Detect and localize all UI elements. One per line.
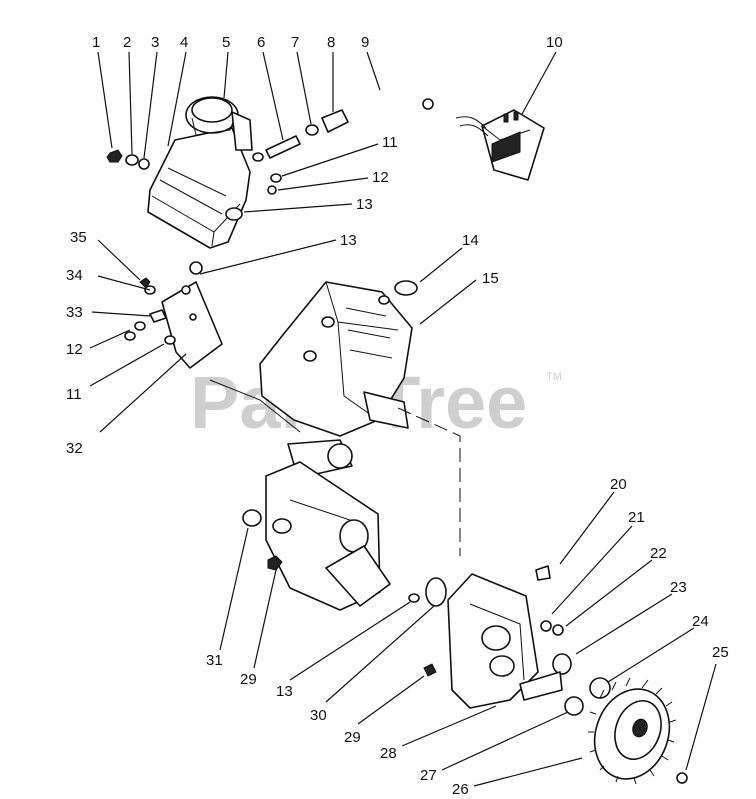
housing-plate (265, 461, 391, 611)
callout-25: 25 (712, 644, 729, 661)
callout-13: 13 (276, 683, 293, 700)
callout-21: 21 (628, 509, 645, 526)
callout-34: 34 (66, 267, 83, 284)
callout-3: 3 (151, 34, 159, 51)
callout-2: 2 (123, 34, 131, 51)
callout-1: 1 (92, 34, 100, 51)
wheel-nut (676, 772, 688, 784)
callout-24: 24 (692, 613, 709, 630)
callout-31: 31 (206, 652, 223, 669)
callout-32: 32 (66, 440, 83, 457)
wheel (588, 677, 677, 785)
callout-27: 27 (420, 767, 437, 784)
bearing (425, 577, 447, 607)
callout-9: 9 (361, 34, 369, 51)
callout-6: 6 (257, 34, 265, 51)
callout-11: 11 (382, 134, 398, 151)
nut (267, 555, 283, 571)
callout-4: 4 (180, 34, 188, 51)
clip (394, 280, 418, 296)
callout-22: 22 (650, 545, 667, 562)
callout-8: 8 (327, 34, 335, 51)
callout-20: 20 (610, 476, 627, 493)
callout-12: 12 (372, 169, 389, 186)
callout-29: 29 (344, 729, 361, 746)
callout-5: 5 (222, 34, 230, 51)
callout-35: 35 (70, 229, 87, 246)
nut-2 (423, 663, 437, 677)
callout-12: 12 (66, 341, 83, 358)
callout-13: 13 (340, 232, 357, 249)
tank-bracket (124, 261, 223, 369)
callout-15: 15 (482, 270, 499, 287)
callout-labels: 1 2 3 4 5 6 7 8 9 10 11 12 13 13 14 15 3… (66, 34, 729, 798)
callout-29: 29 (240, 671, 257, 688)
fuel-line (252, 92, 434, 162)
axle-parts (519, 565, 611, 716)
callout-28: 28 (380, 745, 397, 762)
callout-14: 14 (462, 232, 479, 249)
tank-fasteners (267, 173, 282, 195)
callout-23: 23 (670, 579, 687, 596)
callout-7: 7 (291, 34, 299, 51)
watermark-tm: TM (546, 371, 562, 383)
tank-hardware (106, 149, 150, 170)
callout-26: 26 (452, 781, 469, 798)
callout-13: 13 (356, 196, 373, 213)
callout-30: 30 (310, 707, 327, 724)
fuel-tank (147, 96, 253, 249)
gearbox-plate (447, 573, 539, 709)
ignition-switch (455, 109, 545, 181)
callout-10: 10 (546, 34, 563, 51)
engine (259, 281, 413, 479)
washer (242, 509, 262, 527)
leader-lines (89, 51, 717, 787)
callout-11: 11 (66, 386, 82, 403)
callout-33: 33 (66, 304, 83, 321)
